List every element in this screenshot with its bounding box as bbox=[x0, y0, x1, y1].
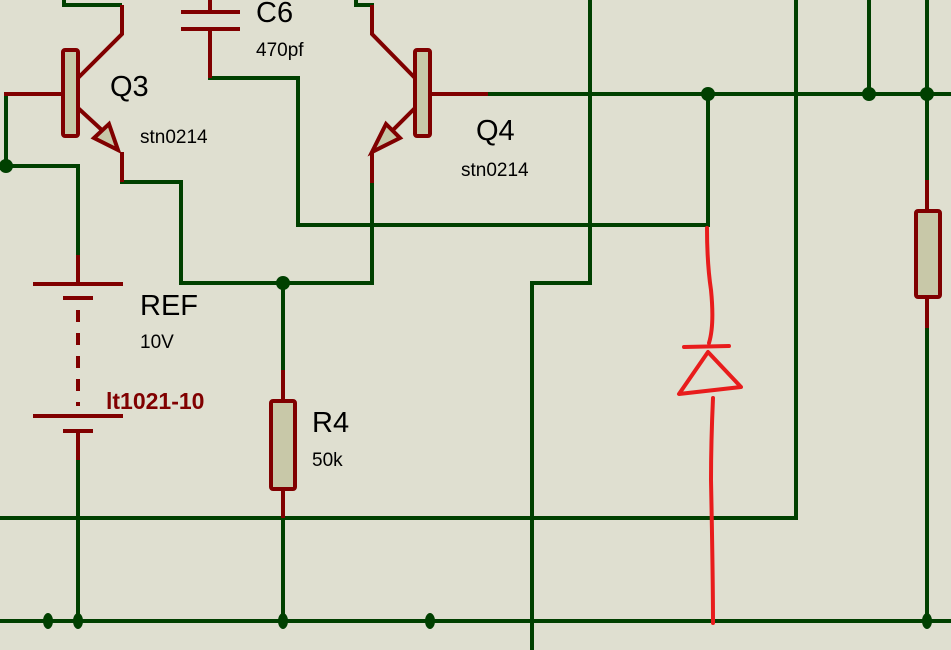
c6-ref-label: C6 bbox=[256, 0, 293, 29]
junction-dot bbox=[862, 87, 876, 101]
wire-q3-collector-top[interactable] bbox=[62, 0, 122, 7]
r4-value-label: 50k bbox=[312, 450, 343, 471]
junction-dot bbox=[701, 87, 715, 101]
wire-c6-bottom[interactable] bbox=[208, 76, 710, 227]
capacitor-c6[interactable] bbox=[181, 0, 240, 78]
junction-dot bbox=[43, 613, 53, 629]
ref-ref-label: REF bbox=[140, 290, 198, 322]
q3-value-label: stn0214 bbox=[140, 127, 208, 148]
transistor-q4[interactable] bbox=[367, 5, 488, 183]
r4-ref-label: R4 bbox=[312, 407, 349, 439]
junction-dot bbox=[73, 613, 83, 629]
junction-dot bbox=[920, 87, 934, 101]
q4-ref-label: Q4 bbox=[476, 115, 515, 147]
junction-dot bbox=[0, 159, 13, 173]
c6-value-label: 470pf bbox=[256, 40, 304, 61]
wire-ref-top[interactable] bbox=[4, 164, 80, 257]
junction-dot bbox=[278, 613, 288, 629]
wire-q4-collector-top[interactable] bbox=[354, 0, 374, 7]
hand-drawn-diode-annotation bbox=[677, 226, 743, 625]
wire-q3-emitter[interactable] bbox=[120, 180, 374, 285]
junction-dot bbox=[922, 613, 932, 629]
wire-vertical-796[interactable] bbox=[0, 0, 798, 520]
wire-vertical-532[interactable] bbox=[530, 281, 592, 650]
resistor-r4[interactable] bbox=[269, 370, 297, 518]
junctions bbox=[0, 87, 934, 629]
junction-dot bbox=[425, 613, 435, 629]
transistor-q3[interactable] bbox=[4, 5, 124, 182]
q3-ref-label: Q3 bbox=[110, 71, 149, 103]
q4-value-label: stn0214 bbox=[461, 160, 529, 181]
resistor-right[interactable] bbox=[914, 180, 942, 328]
voltage-reference-ref[interactable] bbox=[33, 255, 123, 460]
junction-dot bbox=[276, 276, 290, 290]
ref-part-label: lt1021-10 bbox=[106, 388, 204, 414]
ref-value-label: 10V bbox=[140, 332, 174, 353]
